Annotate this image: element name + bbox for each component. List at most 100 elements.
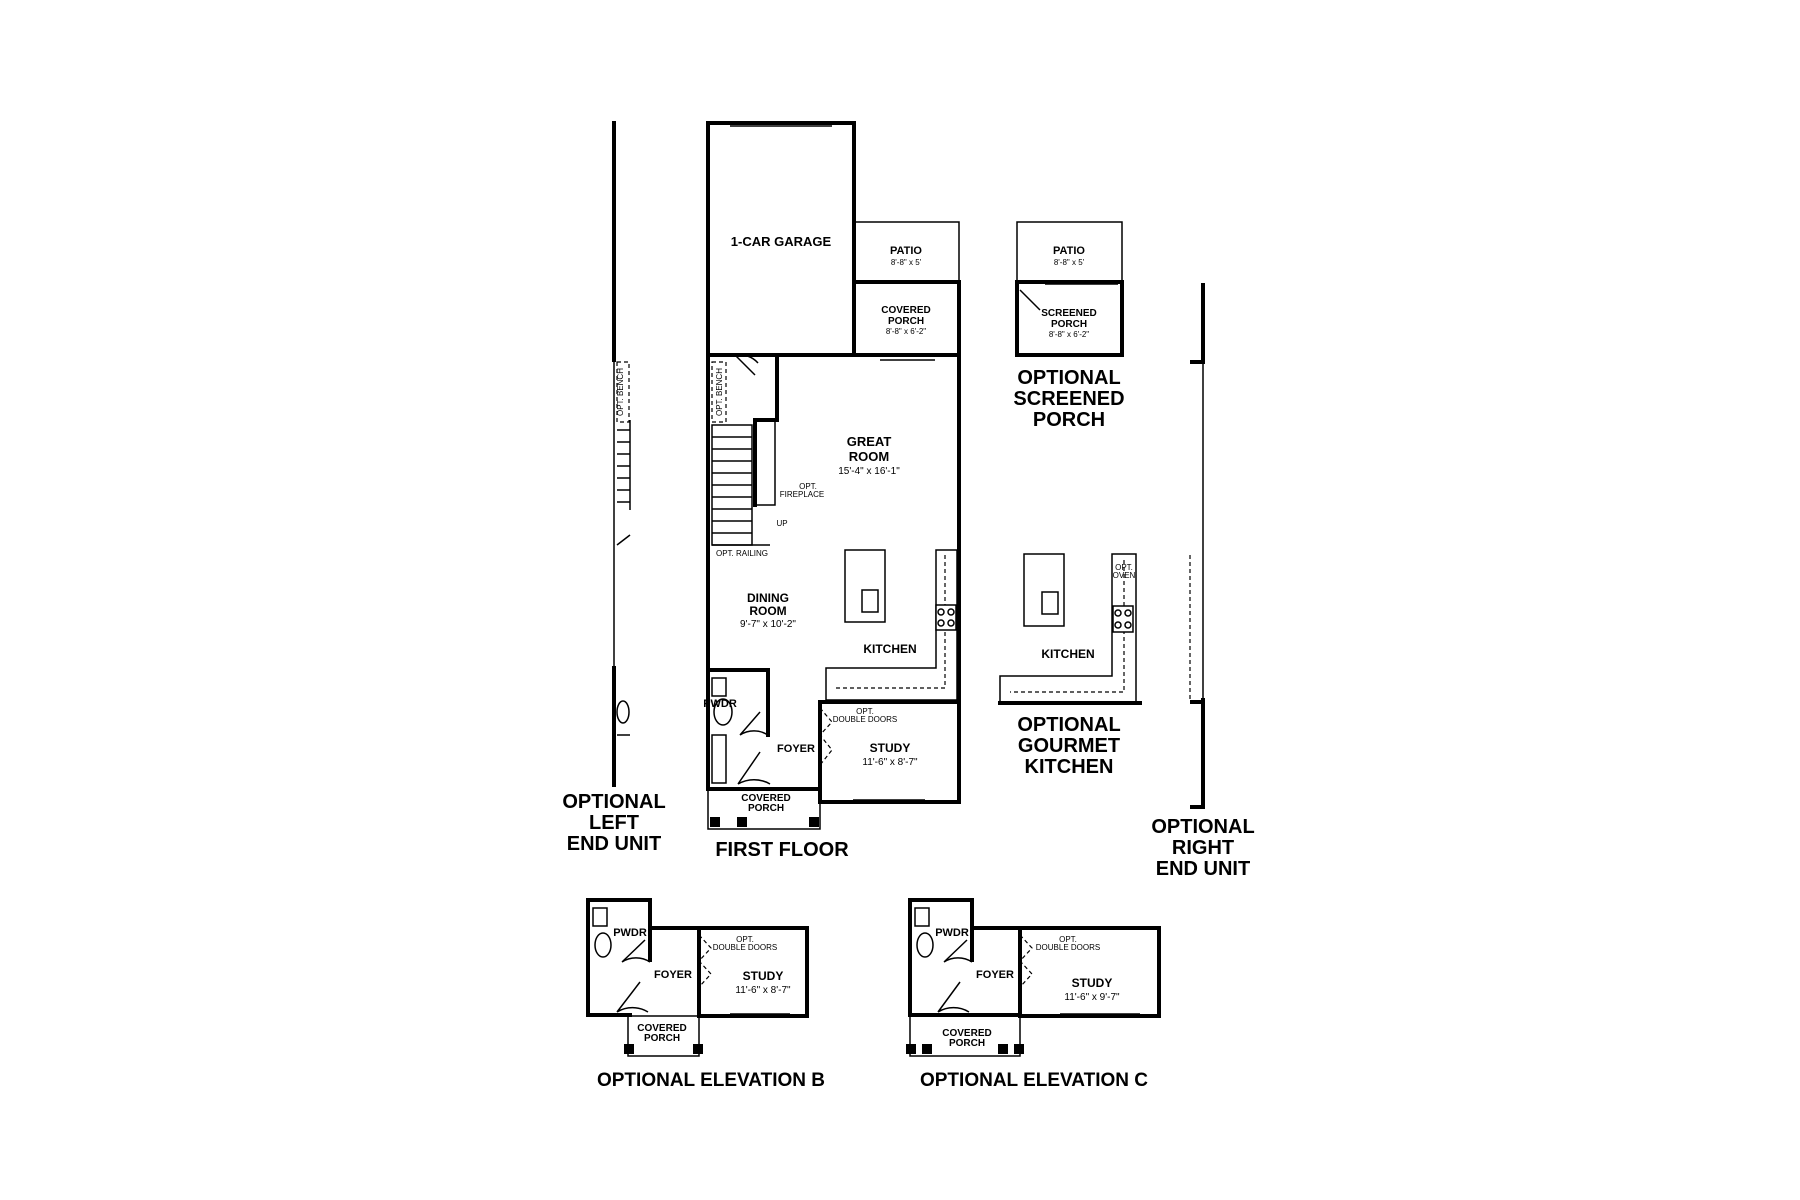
- stair: [711, 424, 770, 546]
- pwdr-label: PWDR: [703, 698, 737, 710]
- first-floor-title: FIRST FLOOR: [715, 839, 849, 861]
- eb-study-label: STUDY: [743, 969, 784, 983]
- ec-opt-doors: OPT.: [1059, 935, 1077, 944]
- gk-kitchen-label: KITCHEN: [1041, 647, 1094, 661]
- ec-study-dim: 11'-6" x 9'-7": [1064, 992, 1120, 1003]
- porch-column: [737, 817, 747, 827]
- eb-title: OPTIONAL ELEVATION B: [597, 1070, 825, 1091]
- ec-opt-doors-2: DOUBLE DOORS: [1036, 943, 1100, 952]
- sp-porch-dim: 8'-8" x 6'-2": [1049, 330, 1089, 339]
- eb-pwdr-label: PWDR: [613, 927, 647, 939]
- ec-foyer-label: FOYER: [976, 969, 1014, 981]
- gk-title-2: GOURMET: [1018, 735, 1120, 757]
- ec-porch-column: [922, 1044, 932, 1054]
- ec-pwdr-wall: [908, 898, 974, 962]
- cooktop: [935, 604, 957, 631]
- right-end-title-1: OPTIONAL: [1151, 816, 1254, 838]
- eb-porch-label-2: PORCH: [644, 1033, 680, 1044]
- gk-opt-oven: OPT.: [1115, 563, 1133, 572]
- study-label: STUDY: [870, 741, 911, 755]
- gk-counter-dash: [1010, 560, 1125, 693]
- garage-label: 1-CAR GARAGE: [731, 234, 832, 249]
- ec-pwdr-door: [943, 939, 973, 963]
- eb-sink: [594, 932, 612, 958]
- gourmet-kitchen-option: OPT. OVEN KITCHEN OPTIONAL GOURMET KITCH…: [998, 553, 1142, 778]
- eb-porch-column: [624, 1044, 634, 1054]
- eb-opt-doors: OPT.: [736, 935, 754, 944]
- sp-porch-label-2: PORCH: [1051, 319, 1087, 330]
- patio-label: PATIO: [890, 245, 922, 257]
- counter-dash: [835, 555, 946, 689]
- ec-porch-column: [906, 1044, 916, 1054]
- left-sink: [616, 700, 630, 724]
- left-stair: [616, 420, 631, 546]
- eb-study-doors: [698, 934, 712, 988]
- ec-porch-label-2: PORCH: [949, 1038, 985, 1049]
- ec-study-doors: [1019, 934, 1033, 988]
- opt-double-doors-label: OPT.: [856, 707, 874, 716]
- entry-door: [737, 751, 771, 785]
- elevation-b-option: PWDR FOYER OPT. DOUBLE DOORS STUDY 11'-6…: [586, 898, 825, 1091]
- ec-entry-door: [937, 981, 970, 1013]
- opt-fireplace-label: OPT.: [799, 482, 817, 491]
- right-end-title-3: END UNIT: [1156, 858, 1250, 880]
- sp-patio-label: PATIO: [1053, 245, 1085, 257]
- opt-railing-label: OPT. RAILING: [716, 549, 768, 558]
- fireplace-outline: [755, 420, 776, 506]
- study-double-doors: [819, 707, 833, 766]
- eb-foyer-label: FOYER: [654, 969, 692, 981]
- eb-study-walls: [697, 926, 809, 1018]
- front-porch-outline: [707, 788, 821, 830]
- first-floor-plan: 1-CAR GARAGE PATIO 8'-8" x 5' COVERED PO…: [703, 121, 961, 861]
- island-sink: [861, 589, 879, 613]
- sp-door: [1019, 289, 1041, 311]
- ec-toilet: [914, 907, 930, 927]
- kitchen-label: KITCHEN: [863, 642, 916, 656]
- up-label: UP: [776, 519, 787, 528]
- rear-porch-label-2: PORCH: [888, 316, 924, 327]
- dining-room-dim: 9'-7" x 10'-2": [740, 619, 796, 630]
- sp-title-3: PORCH: [1033, 409, 1105, 431]
- sp-porch-walls: [1015, 280, 1124, 357]
- closet: [711, 734, 727, 784]
- pwdr-wall: [706, 668, 770, 737]
- screened-porch-option: PATIO 8'-8" x 5' SCREENED PORCH 8'-8" x …: [1013, 221, 1125, 431]
- eb-toilet: [592, 907, 608, 927]
- opt-bench-outline: [711, 361, 727, 423]
- great-room-label: GREAT: [847, 434, 892, 449]
- gk-sink: [1041, 591, 1059, 615]
- kitchen-counter: [825, 549, 958, 701]
- right-end-unit: OPTIONAL RIGHT END UNIT: [1151, 283, 1255, 880]
- pwdr-sink: [713, 698, 733, 726]
- sp-title-2: SCREENED: [1013, 388, 1124, 410]
- house-right-wall: [818, 353, 961, 804]
- foyer-label: FOYER: [777, 743, 815, 755]
- gk-island: [1023, 553, 1065, 627]
- eb-opt-doors-2: DOUBLE DOORS: [713, 943, 777, 952]
- ec-porch-column: [1014, 1044, 1024, 1054]
- eb-porch-outline: [627, 1015, 700, 1057]
- left-end-title-2: LEFT: [589, 812, 639, 834]
- gk-opt-oven-2: OVEN: [1113, 571, 1136, 580]
- rear-porch-label: COVERED: [881, 305, 930, 316]
- ec-porch-column: [998, 1044, 1008, 1054]
- eb-pwdr-door: [621, 939, 651, 963]
- ec-porch-label: COVERED: [942, 1028, 991, 1039]
- left-end-unit: OPT. BENCH OPTIONAL LEFT END UNIT: [562, 121, 666, 855]
- ec-sink: [916, 932, 934, 958]
- opt-bench-label: OPT. BENCH: [715, 368, 724, 416]
- ec-left-wall: [908, 898, 1022, 1017]
- left-opt-bench-outline: [616, 361, 630, 423]
- eb-study-dim: 11'-6" x 8'-7": [735, 985, 791, 996]
- stair-wall: [753, 356, 779, 507]
- study-dim: 11'-6" x 8'-7": [862, 757, 918, 768]
- rear-porch-dim: 8'-8" x 6'-2": [886, 327, 926, 336]
- dining-room-label: DINING: [747, 591, 789, 605]
- left-opt-bench-label: OPT. BENCH: [616, 368, 625, 416]
- opt-double-doors-label-2: DOUBLE DOORS: [833, 715, 897, 724]
- sp-patio-dim: 8'-8" x 5': [1054, 258, 1085, 267]
- ec-pwdr-label: PWDR: [935, 927, 969, 939]
- eb-pwdr-wall: [586, 898, 652, 962]
- gk-title-3: KITCHEN: [1025, 756, 1114, 778]
